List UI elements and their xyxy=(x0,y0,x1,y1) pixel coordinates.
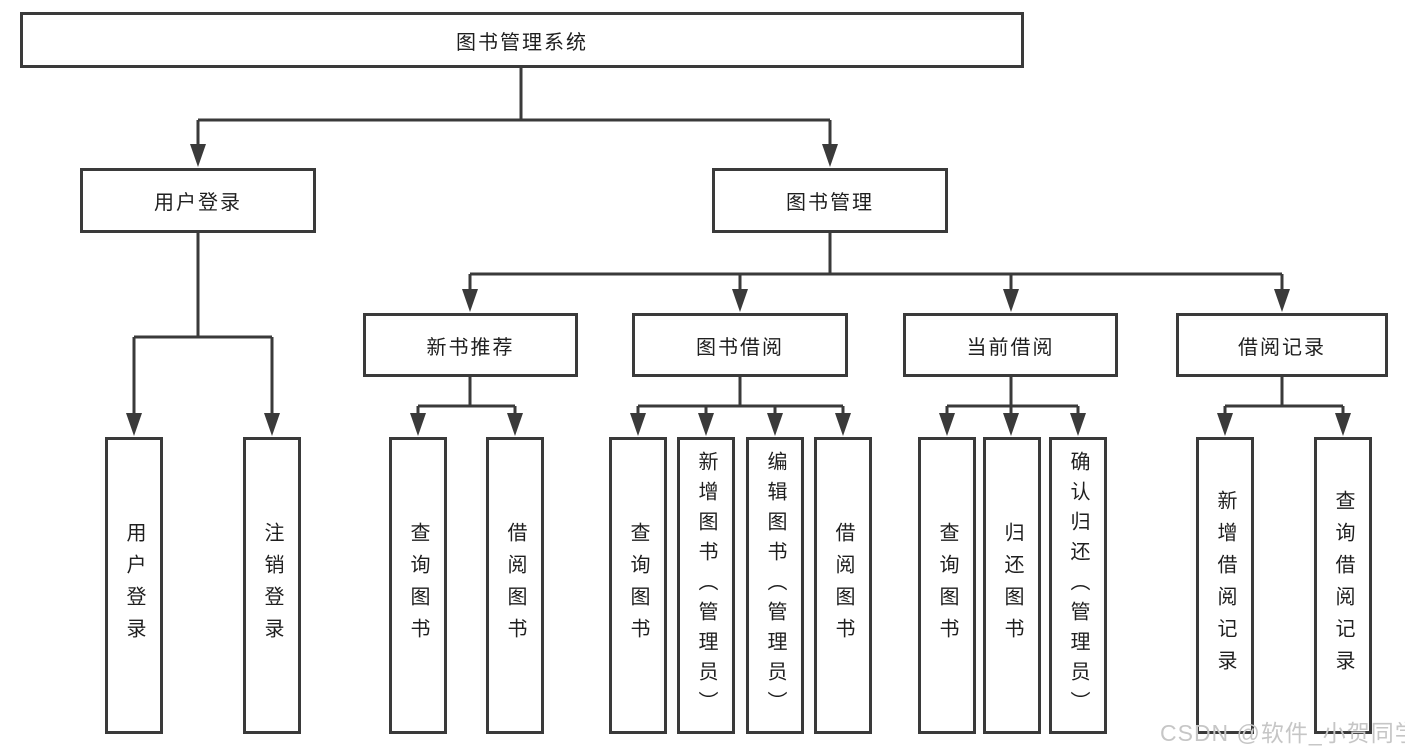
leaf-label: 借阅图书 xyxy=(504,521,526,650)
leaf-borrow-books: 借阅图书 xyxy=(814,437,872,734)
node-label: 图书管理系统 xyxy=(456,31,588,54)
leaf-query-books-borrow: 查询图书 xyxy=(609,437,667,734)
leaf-confirm-return-admin: 确认归还（管理员） xyxy=(1049,437,1107,734)
node-borrow-records: 借阅记录 xyxy=(1176,313,1388,377)
node-user-login: 用户登录 xyxy=(80,168,316,233)
node-book-management: 图书管理 xyxy=(712,168,948,233)
node-label: 当前借阅 xyxy=(966,336,1055,359)
leaf-label: 用户登录 xyxy=(123,521,145,650)
leaf-user-login: 用户登录 xyxy=(105,437,163,734)
leaf-label: 借阅图书 xyxy=(832,521,854,650)
leaf-label: 新增图书（管理员） xyxy=(695,450,717,721)
csdn-watermark: CSDN @软件_小贺同学 xyxy=(1160,720,1405,746)
leaf-query-borrow-record: 查询借阅记录 xyxy=(1314,437,1372,734)
leaf-query-books-recommend: 查询图书 xyxy=(389,437,447,734)
leaf-label: 确认归还（管理员） xyxy=(1067,450,1089,721)
leaf-query-books-current: 查询图书 xyxy=(918,437,976,734)
node-label: 新书推荐 xyxy=(426,336,515,359)
arrowheads xyxy=(126,144,1351,436)
leaf-label: 查询图书 xyxy=(936,521,958,650)
leaf-logout: 注销登录 xyxy=(243,437,301,734)
node-label: 用户登录 xyxy=(154,192,242,214)
leaf-label: 查询图书 xyxy=(627,521,649,650)
leaf-edit-books-admin: 编辑图书（管理员） xyxy=(746,437,804,734)
leaf-label: 注销登录 xyxy=(261,521,283,650)
leaf-label: 归还图书 xyxy=(1001,521,1023,650)
node-new-book-recommend: 新书推荐 xyxy=(363,313,578,377)
node-label: 图书管理 xyxy=(786,192,874,214)
leaf-label: 编辑图书（管理员） xyxy=(764,450,786,721)
leaf-label: 查询借阅记录 xyxy=(1332,489,1354,682)
node-label: 借阅记录 xyxy=(1238,336,1326,359)
leaf-label: 查询图书 xyxy=(407,521,429,650)
node-label: 图书借阅 xyxy=(696,336,784,359)
node-system-root: 图书管理系统 xyxy=(20,12,1024,68)
leaf-label: 新增借阅记录 xyxy=(1214,489,1236,682)
leaf-add-books-admin: 新增图书（管理员） xyxy=(677,437,735,734)
leaf-add-borrow-record: 新增借阅记录 xyxy=(1196,437,1254,734)
leaf-return-books: 归还图书 xyxy=(983,437,1041,734)
node-current-borrow: 当前借阅 xyxy=(903,313,1118,377)
node-book-borrow: 图书借阅 xyxy=(632,313,848,377)
leaf-borrow-books-recommend: 借阅图书 xyxy=(486,437,544,734)
